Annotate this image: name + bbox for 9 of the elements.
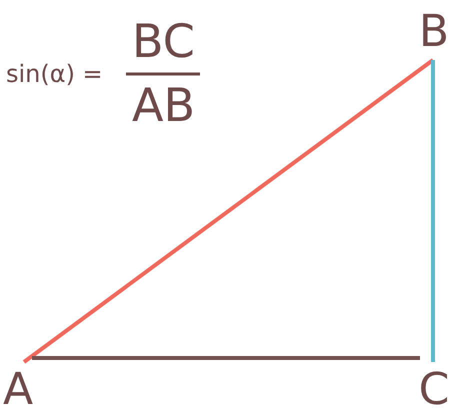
- denominator: AB: [132, 82, 196, 128]
- vertex-label: A: [4, 362, 32, 418]
- formula-text: sin(α) =: [6, 62, 103, 86]
- triangle-side: [431, 60, 435, 362]
- triangle-side: [32, 356, 420, 360]
- vertex-label: B: [420, 4, 448, 60]
- numerator: BC: [132, 18, 195, 64]
- vertex-label: C: [420, 362, 448, 418]
- triangle-side: [22, 58, 434, 364]
